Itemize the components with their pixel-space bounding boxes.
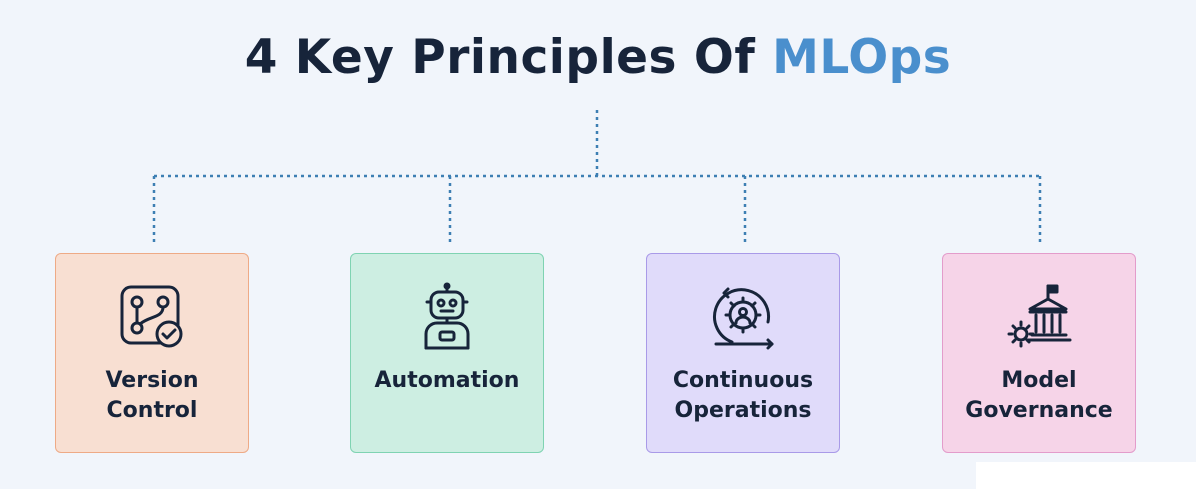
page-title: 4 Key Principles Of MLOps	[0, 30, 1196, 85]
corner-overlay	[976, 462, 1196, 489]
governance-building-icon	[1007, 284, 1072, 348]
title-accent: MLOps	[772, 30, 952, 85]
principle-card-model-governance: Model Governance	[942, 253, 1136, 453]
principle-label: Model Governance	[965, 368, 1113, 423]
principle-label: Automation	[374, 368, 520, 393]
principle-card-automation: Automation	[350, 253, 544, 453]
title-main: 4 Key Principles Of	[244, 30, 773, 85]
principle-card-version-control: Version Control	[55, 253, 249, 453]
version-control-icon	[120, 285, 183, 348]
robot-icon	[424, 282, 470, 350]
principle-card-continuous-operations: Continuous Operations	[646, 253, 840, 453]
gear-cycle-icon	[713, 287, 774, 350]
principle-label: Version Control	[105, 368, 199, 423]
principle-label: Continuous Operations	[672, 368, 814, 423]
